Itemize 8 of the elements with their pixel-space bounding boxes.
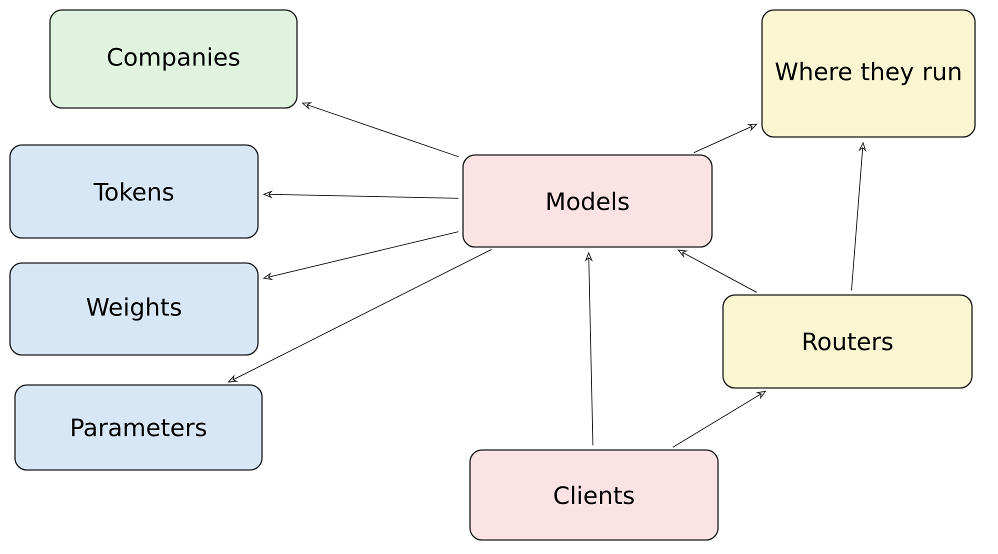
- process-box: Weights: [9, 262, 259, 356]
- process-box: Where they run: [761, 9, 976, 138]
- process-box: Clients: [469, 449, 719, 541]
- process-box: Routers: [722, 294, 973, 389]
- process-box: Companies: [49, 9, 298, 109]
- process-box: Tokens: [9, 144, 259, 239]
- process-box: Models: [462, 154, 713, 248]
- process-box: Parameters: [14, 384, 263, 471]
